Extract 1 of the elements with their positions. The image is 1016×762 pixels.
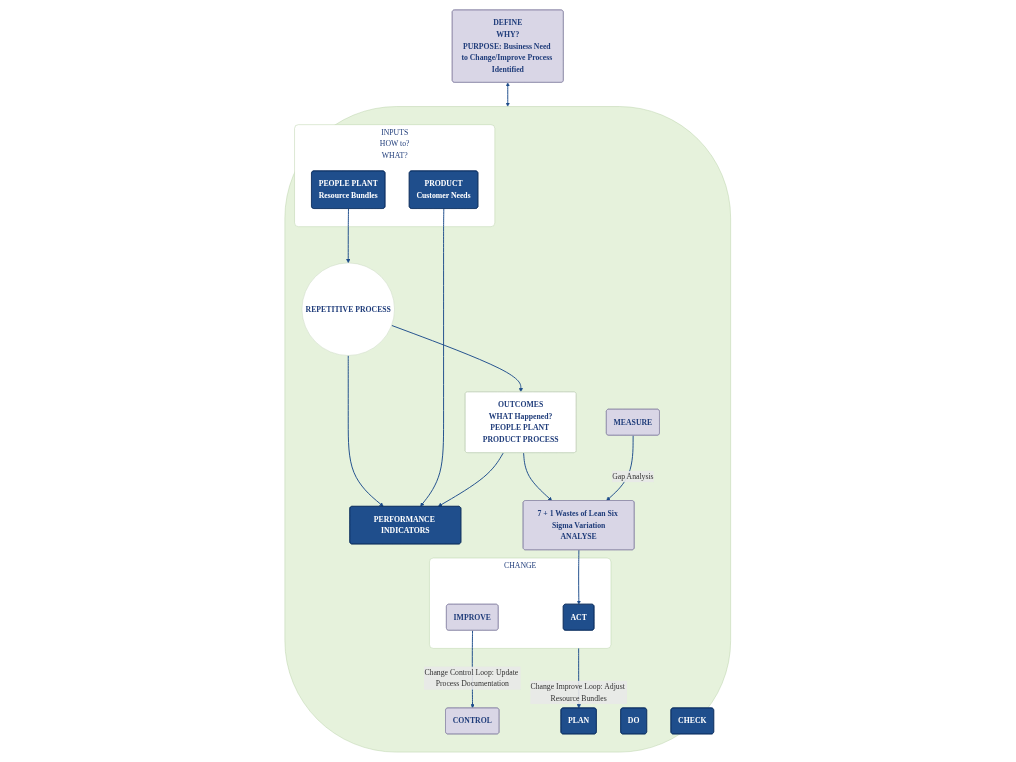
cluster <box>284 106 732 753</box>
